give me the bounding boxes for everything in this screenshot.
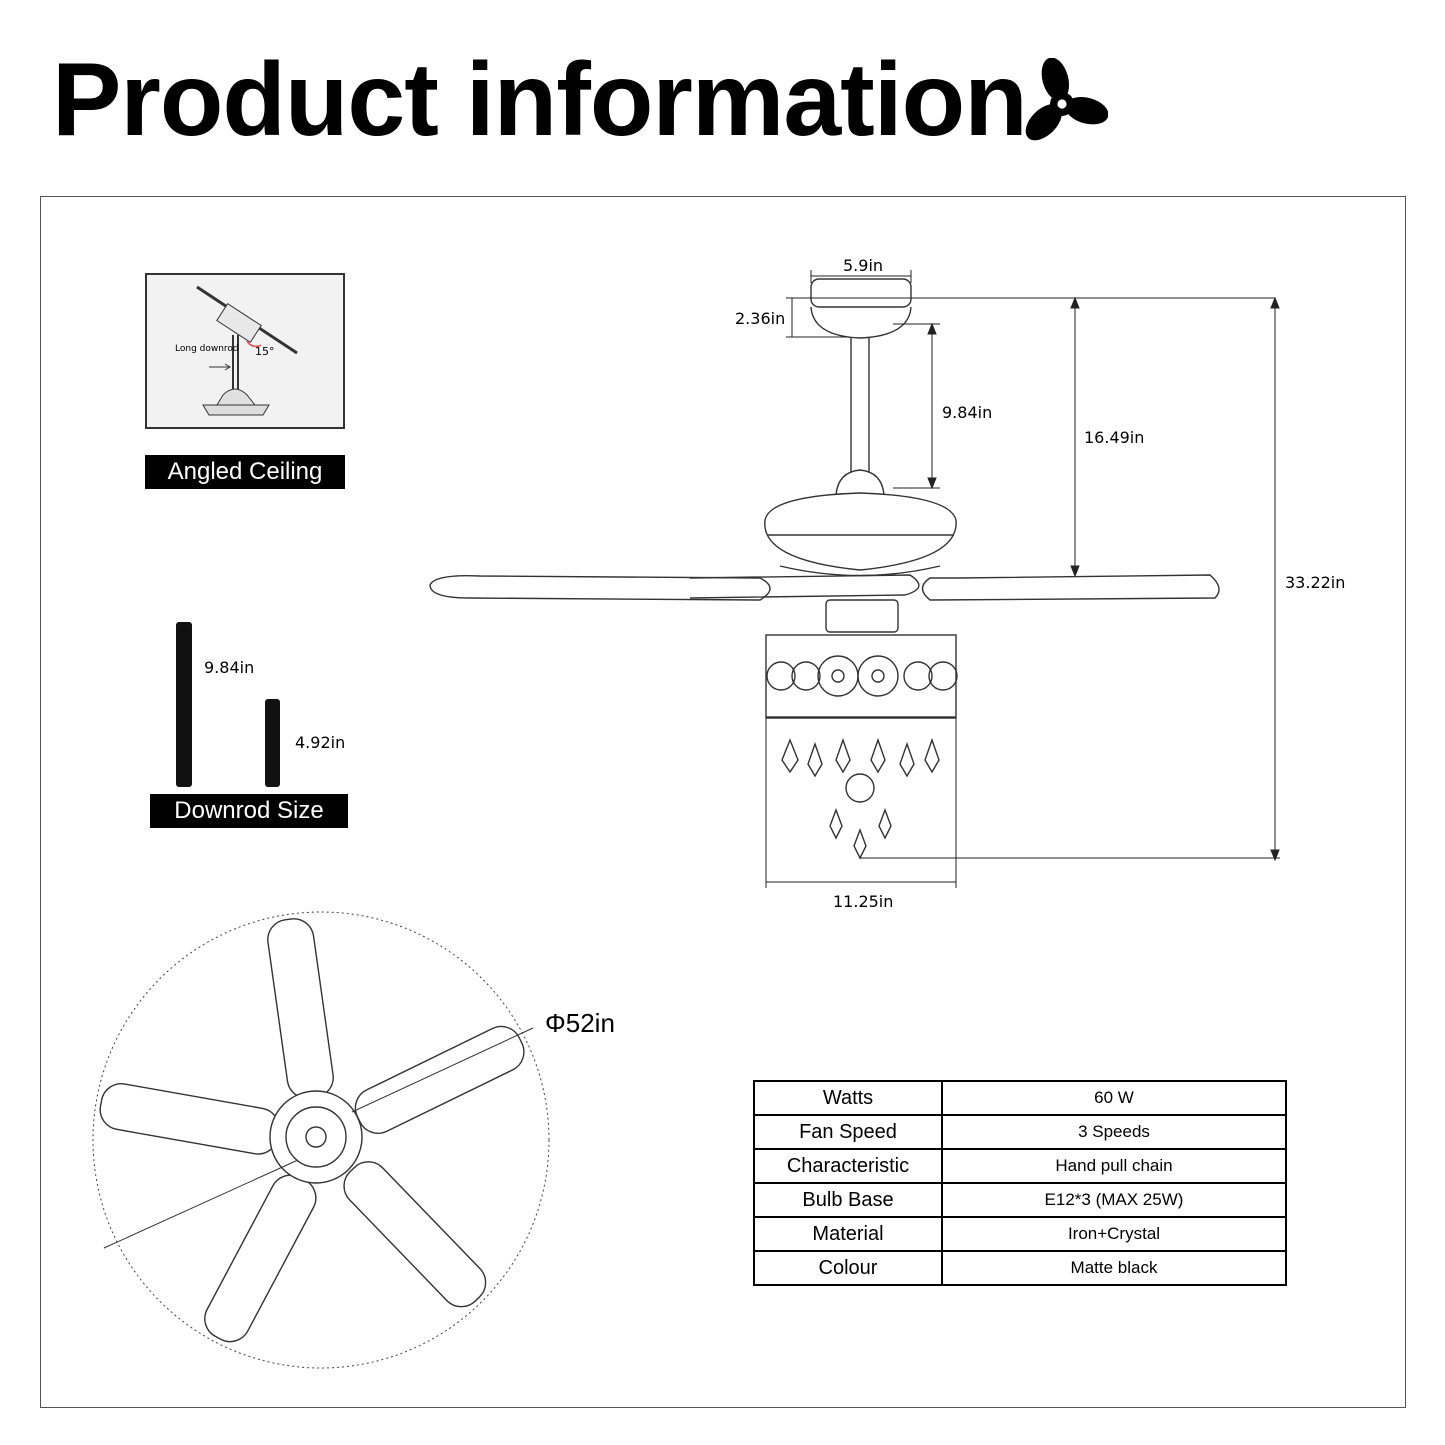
page-title: Product information [52, 42, 1028, 158]
spec-value: 3 Speeds [941, 1114, 1287, 1150]
spec-key: Bulb Base [753, 1182, 943, 1218]
fan-icon [1025, 58, 1108, 141]
table-row: Colour Matte black [753, 1250, 1287, 1286]
spec-table: Watts 60 W Fan Speed 3 Speeds Characteri… [753, 1080, 1287, 1286]
spec-value: E12*3 (MAX 25W) [941, 1182, 1287, 1218]
canopy-width-label: 5.9in [843, 256, 883, 275]
canopy-height-label: 2.36in [735, 309, 785, 328]
ceiling-to-blade-label: 16.49in [1084, 428, 1144, 447]
spec-key: Fan Speed [753, 1114, 943, 1150]
spec-key: Colour [753, 1250, 943, 1286]
downrod-length-label: 9.84in [942, 403, 992, 422]
angled-ceiling-label: Angled Ceiling [145, 455, 345, 489]
downrod-illustrations [176, 622, 280, 787]
dimension-lines [765, 270, 1280, 888]
light-width-label: 11.25in [833, 892, 893, 911]
fan-top-view [92, 911, 550, 1369]
total-height-label: 33.22in [1285, 573, 1345, 592]
crystal-drops [781, 737, 940, 860]
spec-value: Matte black [941, 1250, 1287, 1286]
crystal-band [766, 655, 958, 697]
spec-key: Watts [753, 1080, 943, 1116]
downrod-long-label: 9.84in [204, 658, 254, 677]
downrod-size-label: Downrod Size [150, 794, 348, 828]
angled-ceiling-illustration: Long downrod 15° [145, 273, 345, 429]
diagram-frame [40, 196, 1406, 1408]
spec-value: Iron+Crystal [941, 1216, 1287, 1252]
spec-key: Material [753, 1216, 943, 1252]
table-row: Material Iron+Crystal [753, 1216, 1287, 1252]
table-row: Watts 60 W [753, 1080, 1287, 1116]
fan-side-view [429, 278, 1220, 860]
spec-value: 60 W [941, 1080, 1287, 1116]
table-row: Fan Speed 3 Speeds [753, 1114, 1287, 1150]
downrod-short-label: 4.92in [295, 733, 345, 752]
diameter-label: Φ52in [545, 1008, 615, 1038]
spec-value: Hand pull chain [941, 1148, 1287, 1184]
long-downrod-text: Long downrod [175, 344, 239, 354]
table-row: Characteristic Hand pull chain [753, 1148, 1287, 1184]
table-row: Bulb Base E12*3 (MAX 25W) [753, 1182, 1287, 1218]
spec-key: Characteristic [753, 1148, 943, 1184]
angle-text: 15° [255, 345, 275, 358]
